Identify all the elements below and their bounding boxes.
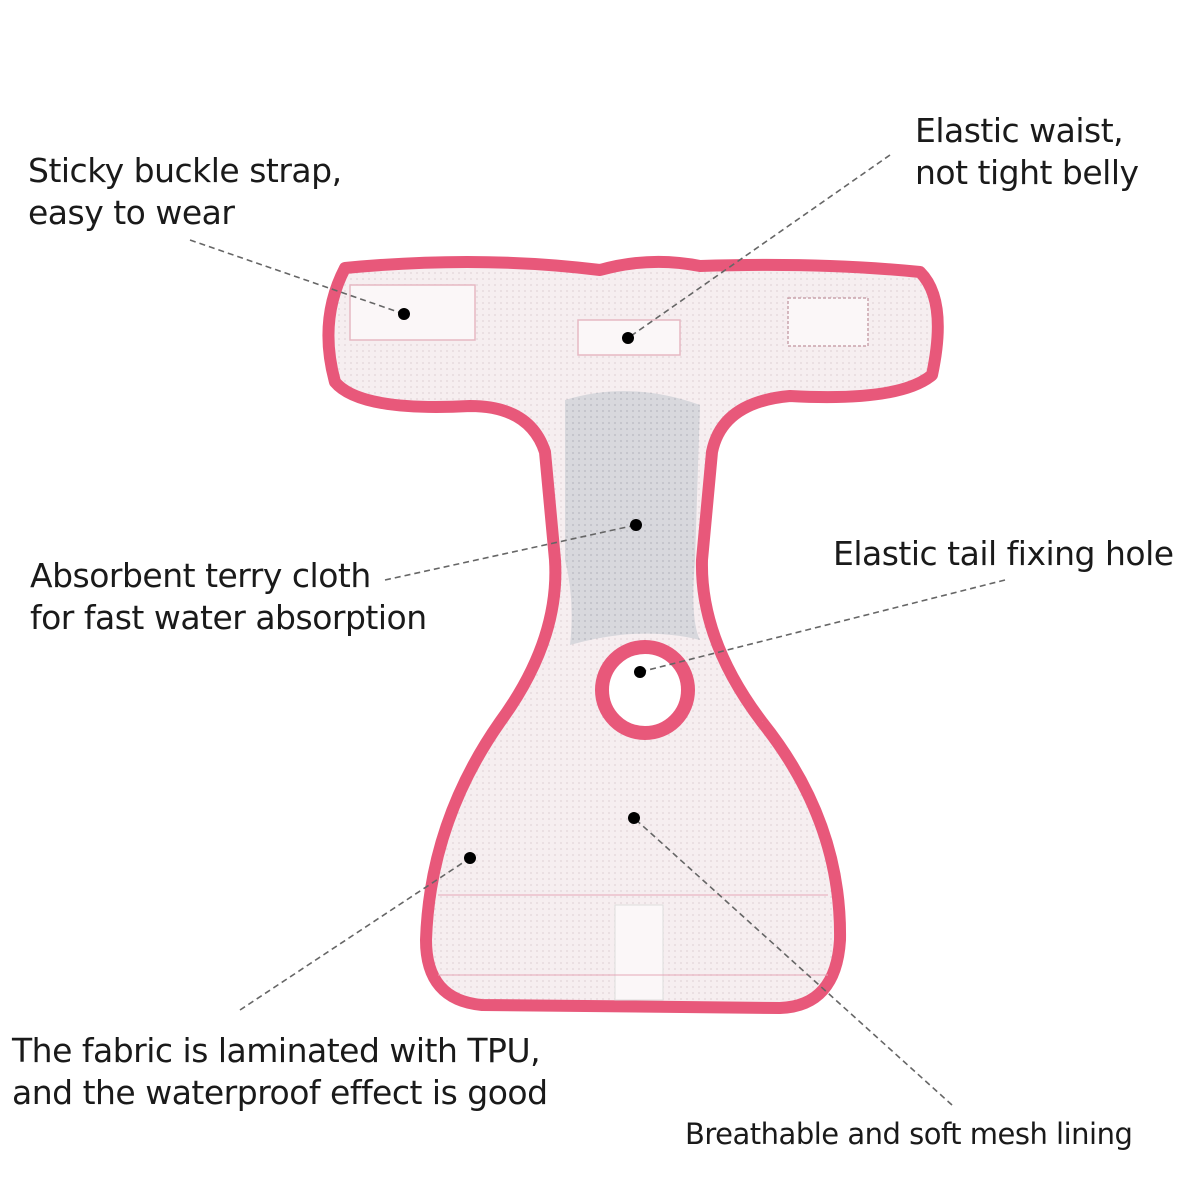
callout-text: Sticky buckle strap,	[28, 151, 342, 190]
callout-tpu-fabric: The fabric is laminated with TPU, and th…	[12, 1030, 548, 1114]
callout-terry-cloth: Absorbent terry cloth for fast water abs…	[30, 555, 427, 639]
callout-mesh-lining: Breathable and soft mesh lining	[685, 1113, 1133, 1155]
callout-lines	[189, 154, 1006, 1106]
velcro-strap-left	[349, 284, 476, 341]
callout-text: Absorbent terry cloth	[30, 556, 371, 595]
bottom-velcro-tab	[614, 904, 664, 1001]
callout-text: Elastic waist,	[915, 111, 1124, 150]
callout-text: not tight belly	[915, 153, 1139, 192]
callout-text: The fabric is laminated with TPU,	[12, 1031, 541, 1070]
terry-cloth-panel	[565, 391, 700, 645]
tail-hole	[595, 640, 695, 740]
callout-text: and the waterproof effect is good	[12, 1073, 548, 1112]
callout-dots	[398, 308, 646, 864]
callout-tail-hole: Elastic tail fixing hole	[833, 533, 1174, 575]
callout-sticky-buckle: Sticky buckle strap, easy to wear	[28, 150, 342, 234]
callout-text: Breathable and soft mesh lining	[685, 1117, 1133, 1151]
callout-text: easy to wear	[28, 193, 235, 232]
callout-text: Elastic tail fixing hole	[833, 534, 1174, 573]
callout-text: for fast water absorption	[30, 598, 427, 637]
callout-elastic-waist: Elastic waist, not tight belly	[915, 110, 1139, 194]
diaper-body	[322, 255, 944, 1014]
velcro-strap-right	[787, 297, 869, 347]
